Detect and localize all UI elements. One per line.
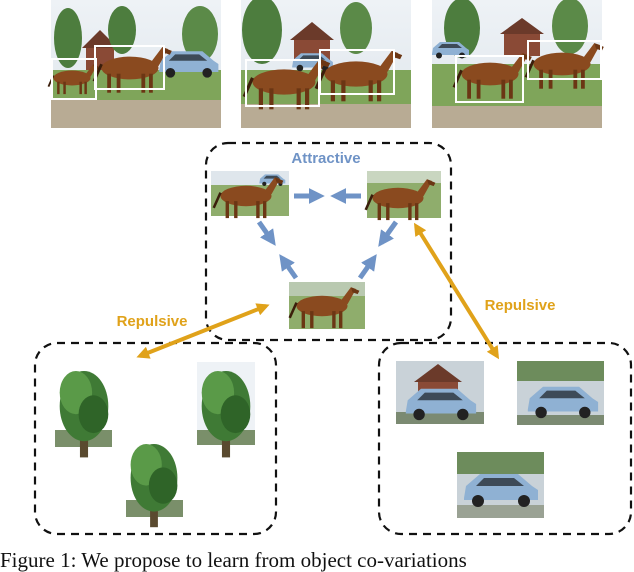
attractive-arrow-bottom-up-left — [279, 254, 299, 280]
tree-crop-1 — [55, 357, 112, 458]
video-frame-1 — [47, 0, 221, 128]
car-crop-2 — [517, 361, 604, 425]
figure-caption: Figure 1: We propose to learn from objec… — [0, 548, 467, 572]
video-frame-2 — [241, 0, 411, 128]
repulsive-label-right: Repulsive — [485, 297, 556, 314]
car-crop-3 — [457, 452, 544, 518]
attractive-arrow-left-down — [256, 220, 276, 246]
repulsive-label-left: Repulsive — [117, 313, 188, 330]
attractive-arrow-bottom-up-right — [357, 254, 377, 280]
horse-crop-left — [211, 171, 289, 220]
repulsive-arrow-horse-car — [413, 222, 500, 360]
tree-crop-2 — [197, 362, 255, 458]
repulsive-arrow-horse-tree — [136, 303, 270, 359]
attractive-label: Attractive — [291, 150, 360, 167]
horse-crop-right — [364, 171, 441, 222]
car-cluster-box — [377, 341, 633, 536]
tree-crop-3 — [126, 433, 183, 528]
attractive-arrows — [256, 187, 399, 280]
attractive-arrow-right-down — [378, 220, 399, 247]
diagram-canvas: Attractive Repulsive Repulsive — [33, 0, 633, 536]
car-crop-1 — [396, 361, 484, 424]
horse-crop-bottom — [288, 282, 365, 330]
video-frame-3 — [432, 0, 606, 128]
